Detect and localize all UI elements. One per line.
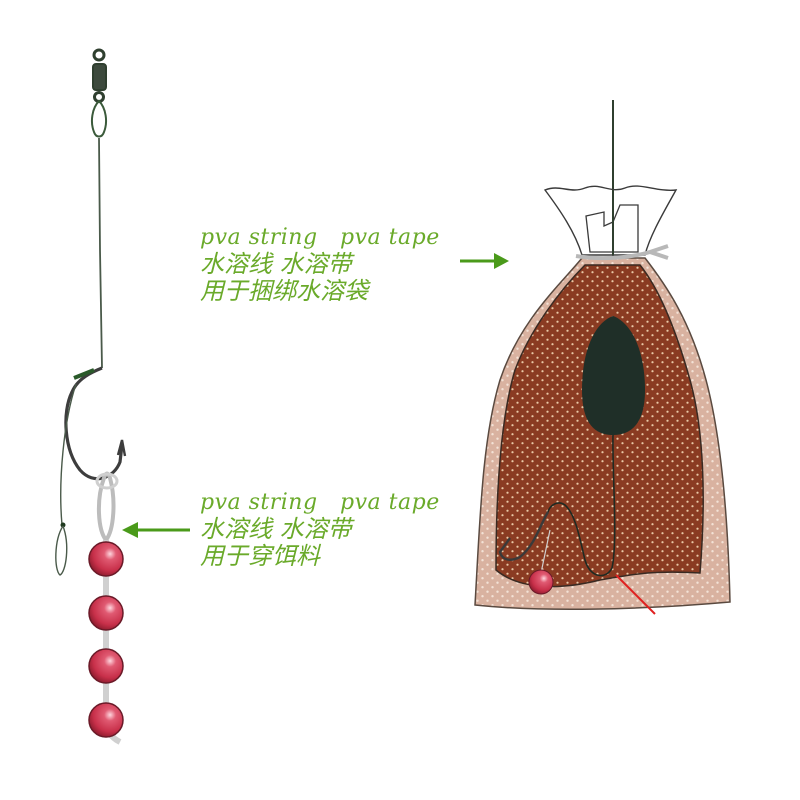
annotation-bottom: pva string pva tape 水溶线 水溶带 用于穿饵料	[200, 490, 440, 570]
red-pointer-line	[615, 574, 656, 615]
hair-line	[60, 383, 77, 526]
annotation-bottom-chinese-line1: 水溶线 水溶带	[200, 514, 352, 543]
boilie-bead	[88, 595, 124, 631]
boilie-bead	[88, 648, 124, 684]
left-rig	[55, 48, 127, 745]
annotation-bottom-english: pva string pva tape	[200, 490, 440, 515]
hair-loop	[96, 471, 116, 544]
annotation-top-chinese-line1: 水溶线 水溶带	[200, 249, 352, 278]
annotation-bottom-chinese-line2: 用于穿饵料	[200, 541, 320, 570]
arrow-right-icon	[460, 253, 509, 269]
pva-tie	[575, 244, 669, 261]
bag-boilie	[528, 569, 554, 595]
lead-weight	[582, 316, 645, 435]
annotation-top-chinese-line2: 用于捆绑水溶袋	[200, 276, 368, 305]
annotation-top-english: pva string pva tape	[200, 225, 440, 250]
annotation-top: pva string pva tape 水溶线 水溶带 用于捆绑水溶袋	[200, 225, 440, 305]
bag-hook-icon	[498, 511, 550, 561]
boilie-bead	[88, 541, 124, 577]
arrow-left-icon	[122, 522, 190, 538]
swivel-icon	[90, 48, 108, 138]
pva-bag	[474, 100, 731, 615]
boilie-bead	[88, 702, 124, 738]
hook-icon	[64, 366, 124, 481]
hooklink-line	[98, 137, 103, 369]
